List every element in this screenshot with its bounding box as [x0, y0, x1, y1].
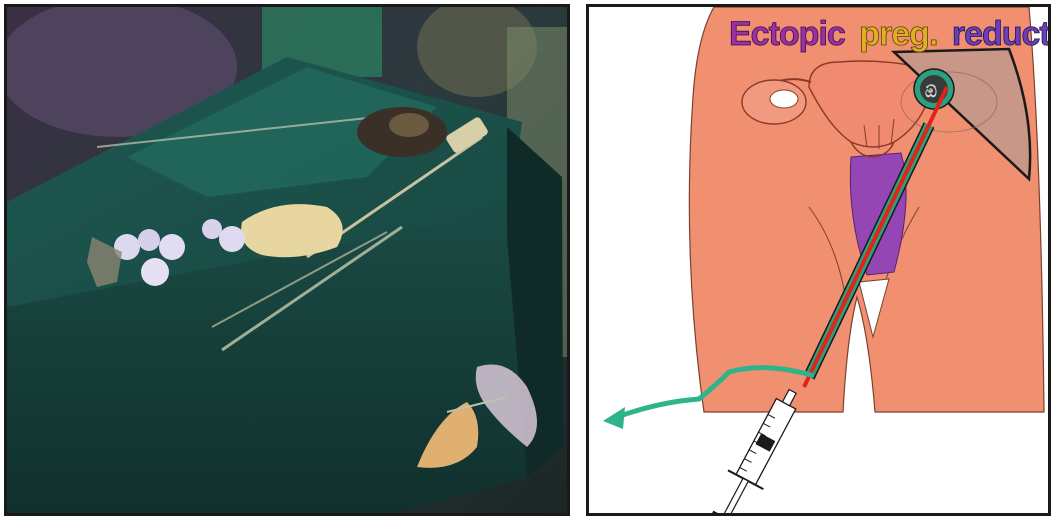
title-word-ectopic: Ectopic	[729, 15, 845, 53]
ectopic-diagram: ඕ Ectopic preg. reduction	[589, 7, 1048, 513]
svg-text:ඕ: ඕ	[925, 83, 937, 101]
svg-text:Ectopic preg. redu: Ectopic preg. reduction	[729, 15, 1048, 53]
title-word-preg: preg.	[859, 15, 937, 53]
photo-panel	[4, 4, 570, 516]
diagram-panel: ඕ Ectopic preg. reduction	[586, 4, 1051, 516]
instrument-table-photo	[7, 7, 567, 513]
title-word-reduction: reduction	[952, 15, 1048, 53]
